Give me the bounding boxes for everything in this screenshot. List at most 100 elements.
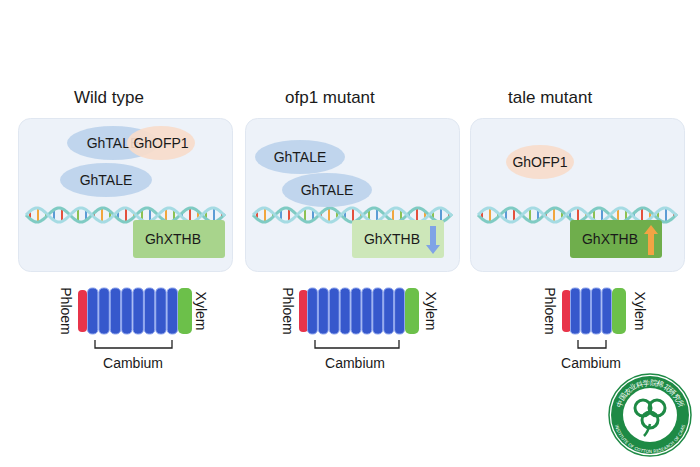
xylem-bar [405, 288, 419, 334]
protein-ellipse: GhOFP1 [127, 126, 195, 160]
base-pair [553, 208, 555, 222]
logo-rim [609, 374, 691, 456]
panel-box: ofp1 mutantGhTALEGhTALEGhXTHB [245, 118, 460, 272]
panel-title: ofp1 mutant [285, 88, 375, 108]
base-pair [221, 213, 223, 217]
panel-title: tale mutant [508, 88, 592, 108]
logo-text: 中国农业科学院棉花研究所 [614, 378, 686, 408]
base-pair [497, 213, 499, 217]
base-pair [53, 210, 55, 221]
protein-name: GhTALE [274, 149, 327, 165]
cotton-boll [642, 412, 658, 428]
cambium-bracket [578, 340, 606, 348]
base-pair [448, 213, 450, 217]
cambium-cell [133, 288, 143, 334]
base-pair [505, 210, 507, 221]
panel-box: Wild typeGhTALEGhOFP1GhTALEGhXTHB [18, 118, 233, 272]
cambium-cell [88, 288, 98, 334]
base-pair [360, 213, 362, 217]
cotton-boll [649, 400, 665, 416]
cambium-bracket [315, 340, 399, 348]
base-pair [320, 213, 322, 217]
ellipse-shape [127, 126, 195, 160]
base-pair [141, 210, 143, 221]
base-pair [424, 211, 426, 219]
cambium-cell [571, 288, 581, 334]
cambium-cell [602, 288, 612, 334]
base-pair [529, 209, 531, 222]
tissue-label: Phloem [542, 287, 558, 334]
protein-ellipse: GhTALE [282, 173, 372, 207]
base-pair [61, 209, 63, 222]
base-pair [256, 211, 258, 219]
tissue-section [78, 288, 192, 348]
gene-name: GhXTHB [145, 231, 201, 247]
panel-background [19, 119, 233, 272]
region-label: Cambium [561, 355, 621, 371]
cambium-cell [110, 288, 120, 334]
base-pair [481, 211, 483, 219]
tissue-section [299, 288, 419, 348]
xylem-bar [178, 288, 192, 334]
cambium-cell [156, 288, 166, 334]
base-pair [93, 213, 95, 217]
base-pair [125, 208, 127, 222]
base-pair [537, 210, 539, 221]
cambium-cell [99, 288, 109, 334]
cambium-cell [395, 288, 405, 334]
logo-arc-text: INSTITUTE OF COTTON RESEARCH OF CAAS [614, 424, 687, 454]
cambium-cell [167, 288, 177, 334]
base-pair [673, 213, 675, 217]
base-pair [272, 213, 274, 217]
base-pair [101, 208, 103, 222]
base-pair [569, 211, 571, 219]
base-pair [344, 211, 346, 219]
cambium-cell [340, 288, 350, 334]
tissue-label: Xylem [193, 292, 209, 331]
base-pair [288, 209, 290, 222]
base-pair [513, 209, 515, 222]
base-pair [37, 208, 39, 222]
ellipse-shape [60, 163, 152, 197]
protein-name: GhOFP1 [512, 154, 567, 170]
tissue-label: Phloem [280, 287, 296, 334]
panel-title: Wild type [74, 88, 144, 108]
phloem-bar [299, 290, 308, 332]
base-pair [312, 210, 314, 221]
base-pair [657, 211, 659, 219]
gene-box: GhXTHB [570, 220, 662, 258]
logo-arc-text: 中国农业科学院棉花研究所 [614, 378, 686, 408]
base-pair [328, 208, 330, 222]
ellipse-shape [255, 140, 345, 174]
cambium-cell [384, 288, 394, 334]
base-pair [45, 213, 47, 217]
region-label: Cambium [325, 355, 385, 371]
tissue-label: Phloem [58, 287, 74, 334]
cambium-cell [592, 288, 602, 334]
protein-ellipse: GhTALE [255, 140, 345, 174]
cambium-cell [329, 288, 339, 334]
panel-background [471, 119, 685, 272]
base-pair [181, 213, 183, 217]
logo-text: INSTITUTE OF COTTON RESEARCH OF CAAS [614, 424, 687, 454]
protein-name: GhTALE [301, 182, 354, 198]
cambium-cell [373, 288, 383, 334]
panel-background [246, 119, 460, 272]
gene-name: GhXTHB [582, 231, 638, 247]
gene-box: GhXTHB [352, 220, 444, 258]
base-pair [264, 208, 266, 222]
base-pair [649, 211, 651, 219]
base-pair [205, 211, 207, 219]
base-pair [117, 211, 119, 219]
region-label: Cambium [103, 355, 163, 371]
base-pair [29, 211, 31, 219]
cambium-cell [144, 288, 154, 334]
base-pair [408, 213, 410, 217]
phloem-bar [562, 290, 571, 332]
ellipse-shape [282, 173, 372, 207]
base-pair [304, 209, 306, 222]
cambium-cell [318, 288, 328, 334]
protein-ellipse: GhTALE [60, 163, 152, 197]
cambium-cell [362, 288, 372, 334]
